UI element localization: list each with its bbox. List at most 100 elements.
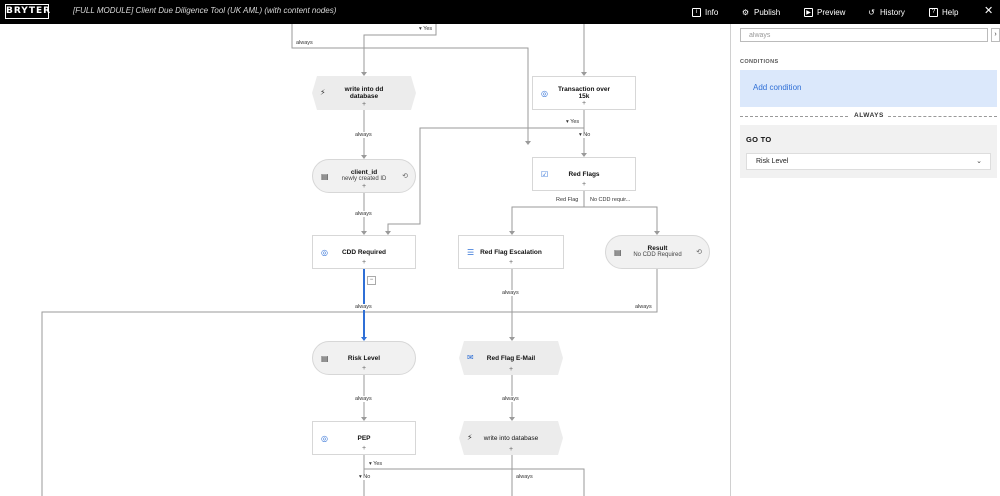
edge-label-text: Yes (570, 119, 580, 125)
module-title: [FULL MODULE] Client Due Diligence Tool … (73, 6, 337, 15)
node-label: Transaction over 15k (557, 86, 611, 100)
publish-label: Publish (754, 7, 781, 17)
edge-name-input[interactable] (740, 28, 988, 42)
edge-label-text: Yes (373, 461, 383, 467)
sync-icon: ⟲ (402, 173, 408, 180)
edge-label-always[interactable]: always (295, 40, 314, 46)
mail-icon: ✉ (467, 353, 474, 362)
edge-label-always[interactable]: always (354, 396, 373, 402)
target-icon: ◎ (321, 248, 328, 257)
node-write-dd-database[interactable]: ⚡ write into dd database + (312, 76, 416, 110)
node-label: client_id (350, 169, 378, 176)
collapse-button[interactable]: − (367, 276, 376, 285)
node-label: Red Flag Escalation (480, 248, 542, 256)
add-node-icon[interactable]: + (508, 446, 514, 453)
always-divider: ALWAYS (740, 111, 997, 121)
help-button[interactable]: ? Help (929, 4, 958, 20)
chevron-down-icon: ⌄ (976, 158, 982, 165)
node-result[interactable]: ▤ Result No CDD Required ⟲ (605, 235, 710, 269)
edge-label-no-cdd[interactable]: No CDD requir... (589, 197, 632, 203)
node-label: write into database (483, 434, 539, 442)
node-label: Red Flag E-Mail (486, 354, 536, 362)
node-transaction-over-15k[interactable]: ◎ Transaction over 15k + (532, 76, 636, 110)
node-sublabel: No CDD Required (633, 252, 682, 258)
add-node-icon[interactable]: + (508, 259, 514, 266)
add-node-icon[interactable]: + (508, 366, 514, 373)
edge-label-no[interactable]: ▾ No (578, 132, 592, 138)
divider-line (888, 116, 997, 117)
flow-canvas[interactable]: ▾ Yes always ▾ Yes ▾ No always always Re… (0, 24, 730, 496)
edge-label-red-flag[interactable]: Red Flag (555, 197, 580, 203)
node-label: Risk Level (347, 354, 381, 362)
node-label: CDD Required (341, 248, 387, 256)
doc-icon: ▤ (321, 172, 329, 181)
list-icon: ☰ (467, 248, 475, 257)
edge-label-text: No (363, 474, 371, 480)
close-icon[interactable]: ✕ (984, 5, 994, 17)
edge-label-yes[interactable]: ▾ Yes (418, 26, 434, 32)
info-button[interactable]: i Info (692, 4, 718, 20)
goto-section: GO TO Risk Level ⌄ (740, 125, 997, 178)
sync-icon: ⟲ (696, 249, 702, 256)
doc-icon: ▤ (614, 248, 622, 257)
always-label: ALWAYS (854, 112, 884, 119)
conditions-heading: CONDITIONS (740, 59, 779, 65)
bryter-logo[interactable]: BRYTER (5, 4, 50, 19)
node-client-id[interactable]: ▤ client_id newly created ID ⟲ + (312, 159, 416, 193)
node-label: Red Flags (568, 170, 600, 178)
edge-label-always[interactable]: always (354, 132, 373, 138)
history-icon: ↺ (868, 7, 875, 17)
edge-label-text: No (583, 132, 591, 138)
preview-button[interactable]: ▶ Preview (804, 4, 845, 20)
help-icon: ? (929, 7, 938, 17)
edge-label-always[interactable]: always (515, 474, 534, 480)
preview-label: Preview (817, 7, 846, 17)
help-label: Help (942, 7, 959, 17)
add-node-icon[interactable]: + (361, 445, 367, 452)
publish-icon: ⚙ (741, 7, 750, 17)
add-node-icon[interactable]: + (361, 183, 367, 190)
edge-label-always[interactable]: always (501, 396, 520, 402)
add-node-icon[interactable]: + (361, 365, 367, 372)
add-node-icon[interactable]: + (361, 259, 367, 266)
node-red-flags[interactable]: ☑ Red Flags + (532, 157, 636, 191)
edge-label-always[interactable]: always (634, 304, 653, 310)
goto-heading: GO TO (746, 135, 772, 144)
edge-label-yes[interactable]: ▾ Yes (565, 119, 581, 125)
history-button[interactable]: ↺ History (867, 4, 905, 20)
node-write-into-database[interactable]: ⚡ write into database + (459, 421, 563, 455)
lightning-icon: ⚡ (467, 433, 473, 442)
edge-label-no[interactable]: ▾ No (358, 474, 372, 480)
collapse-panel-button[interactable]: › (991, 28, 1000, 42)
doc-icon: ▤ (321, 354, 329, 363)
preview-icon: ▶ (804, 7, 813, 17)
edge-label-always[interactable]: always (354, 211, 373, 217)
edge-label-always[interactable]: always (354, 304, 373, 310)
publish-button[interactable]: ⚙ Publish (741, 4, 780, 20)
edge-label-yes[interactable]: ▾ Yes (368, 461, 384, 467)
target-icon: ◎ (541, 89, 548, 98)
node-sublabel: newly created ID (341, 176, 387, 182)
edge-label-always[interactable]: always (501, 290, 520, 296)
target-icon: ◎ (321, 434, 328, 443)
node-label: PEP (357, 434, 371, 442)
node-red-flag-email[interactable]: ✉ Red Flag E-Mail + (459, 341, 563, 375)
goto-select[interactable]: Risk Level ⌄ (746, 153, 991, 170)
edge-settings-panel: › CONDITIONS Add condition ALWAYS GO TO … (730, 24, 1000, 496)
add-condition-button[interactable]: Add condition (740, 70, 997, 107)
info-label: Info (705, 7, 719, 17)
history-label: History (880, 7, 905, 17)
info-icon: i (692, 7, 701, 17)
add-node-icon[interactable]: + (361, 101, 367, 108)
edge-label-text: Yes (423, 26, 433, 32)
checkbox-icon: ☑ (541, 170, 549, 179)
node-cdd-required[interactable]: ◎ CDD Required + (312, 235, 416, 269)
node-risk-level[interactable]: ▤ Risk Level + (312, 341, 416, 375)
add-node-icon[interactable]: + (581, 181, 587, 188)
node-label: write into dd database (344, 86, 384, 100)
node-red-flag-escalation[interactable]: ☰ Red Flag Escalation + (458, 235, 564, 269)
divider-line (740, 116, 848, 117)
node-pep[interactable]: ◎ PEP + (312, 421, 416, 455)
lightning-icon: ⚡ (320, 88, 326, 97)
add-node-icon[interactable]: + (581, 100, 587, 107)
